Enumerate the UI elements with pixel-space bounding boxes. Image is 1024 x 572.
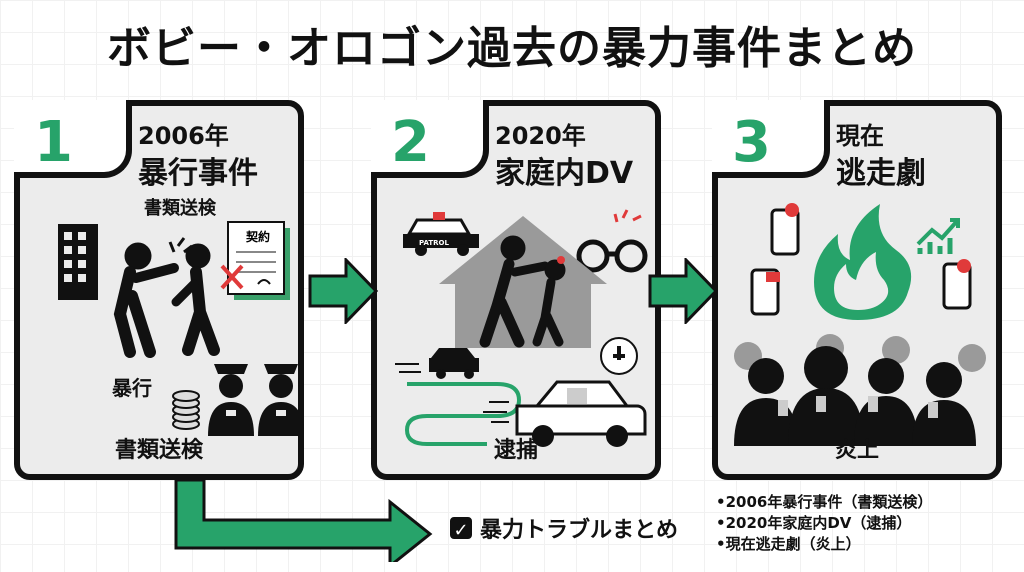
panel-number: 2	[391, 110, 430, 175]
panel-year: 現在	[836, 122, 884, 150]
building-icon	[58, 224, 98, 300]
page-title: ボビー・オロゴン過去の暴力事件まとめ	[107, 23, 917, 74]
phone-warning-icon	[942, 259, 972, 310]
document-label: 契約	[245, 229, 270, 244]
large-car-icon	[515, 380, 647, 447]
panel-label-assault: 暴行	[112, 376, 152, 400]
list-item: •2020年家庭内DV（逮捕）	[716, 514, 912, 532]
panel-present-escape: 3 現在 逃走劇	[712, 100, 1002, 480]
arrow-right-icon	[308, 258, 378, 324]
panel-top-note: 書類送検	[144, 198, 216, 219]
flame-icon	[814, 204, 912, 320]
panel-caption: 逮捕	[493, 438, 538, 463]
summary-arrow-icon	[174, 478, 433, 562]
panel-event: 逃走劇	[836, 156, 926, 191]
panel-year: 2006年	[138, 122, 229, 150]
online-backlash-illustration	[734, 203, 986, 446]
patrol-car-icon	[403, 212, 479, 256]
speed-lines	[483, 401, 509, 423]
fighting-figures-icon	[113, 237, 220, 358]
arrow-right-icon	[648, 258, 718, 324]
summary-heading: ✓ 暴力トラブルまとめ	[450, 512, 678, 544]
money-coins-icon	[172, 390, 200, 430]
phone-alert-icon	[770, 203, 800, 256]
police-officers-icon	[208, 364, 304, 436]
summary-label-text: 暴力トラブルまとめ	[480, 518, 679, 543]
small-car-icon	[429, 348, 479, 379]
phone-message-icon	[750, 268, 780, 316]
panel-tab	[14, 100, 132, 178]
assault-illustration: 契約	[58, 221, 304, 436]
handcuffs-icon	[576, 209, 648, 273]
crowd-with-phones-icon	[734, 346, 976, 446]
domestic-violence-illustration: PATROL	[395, 209, 648, 447]
speed-lines	[395, 363, 421, 373]
list-item: •2006年暴行事件（書類送検）	[716, 493, 933, 511]
panel-number: 1	[34, 110, 73, 175]
middle-finger-bubble-icon	[600, 337, 638, 375]
panel-event: 家庭内DV	[495, 156, 634, 191]
rising-chart-icon	[916, 218, 960, 254]
panel-event: 暴行事件	[138, 156, 258, 191]
aggressor-and-victim-icon	[479, 235, 566, 348]
checkbox-checked-icon: ✓	[450, 517, 472, 541]
panel-number: 3	[732, 110, 771, 175]
list-item: •現在逃走劇（炎上）	[716, 535, 861, 553]
panel-2006-assault: 1 2006年 暴行事件 書類送検	[14, 100, 304, 480]
panel-year: 2020年	[495, 122, 586, 150]
panel-caption: 書類送検	[114, 438, 203, 463]
chase-route-line	[404, 382, 522, 446]
summary-list: •2006年暴行事件（書類送検） •2020年家庭内DV（逮捕） •現在逃走劇（…	[716, 492, 932, 555]
panel-2020-domestic-violence: 2 2020年 家庭内DV PATROL	[371, 100, 661, 480]
panel-tab	[712, 100, 830, 178]
patrol-label: PATROL	[419, 239, 449, 247]
contract-document-icon	[220, 221, 290, 300]
panel-tab	[371, 100, 489, 178]
panel-caption: 炎上	[834, 438, 879, 463]
